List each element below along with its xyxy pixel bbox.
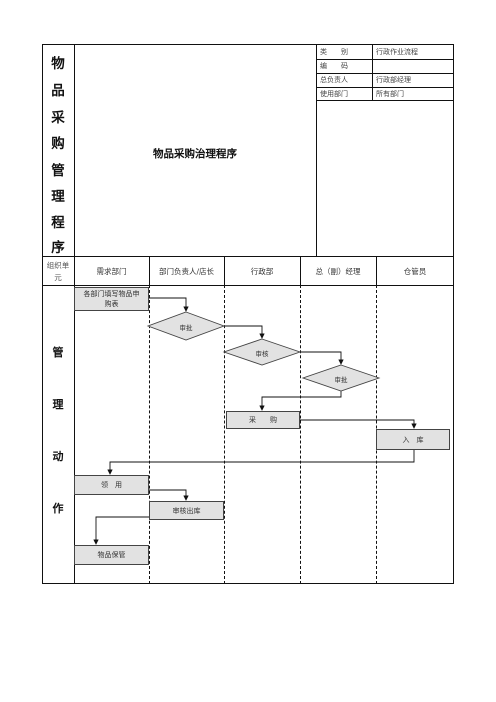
- lane-header-gm: 总（副）经理: [315, 267, 361, 276]
- step-warehousing: 入 库: [376, 429, 450, 450]
- side-title-char: 理: [51, 189, 65, 205]
- side-title-char: 序: [51, 240, 65, 256]
- header-divider-info-mid: [372, 44, 373, 100]
- connector-fill-to-approve1: [149, 297, 189, 312]
- header-divider-info: [316, 44, 317, 256]
- side-title-char: 采: [51, 110, 65, 126]
- document-frame: [42, 44, 454, 584]
- diamond-approve1: [146, 311, 226, 341]
- step-warehousing-label: 入 库: [402, 435, 424, 444]
- info-value-owner: 行政部经理: [376, 76, 411, 84]
- step-keep: 物品保管: [74, 545, 149, 565]
- side-label-char: 理: [52, 398, 64, 411]
- connector-review-to-approve2: [300, 351, 344, 365]
- document-title: 物品采购治理程序: [153, 148, 237, 160]
- lane-header-bottom-line: [42, 285, 454, 286]
- info-row-line-4: [316, 100, 454, 101]
- info-label-code: 编 码: [320, 62, 348, 70]
- lane-separator-3: [300, 256, 301, 285]
- step-approve2-label: 审批: [334, 376, 348, 384]
- info-row-line-2: [316, 73, 454, 74]
- info-value-department: 所有部门: [376, 90, 404, 98]
- connector-receive-to-checkout: [149, 489, 189, 501]
- side-title-char: 品: [51, 83, 65, 99]
- lane-divider-3: [300, 285, 301, 584]
- info-label-owner: 总负责人: [320, 76, 348, 84]
- diamond-review: [222, 338, 302, 366]
- step-check-out: 审核出库: [149, 501, 224, 520]
- lane-header-admin: 行政部: [250, 267, 274, 276]
- header-bottom-line: [42, 256, 454, 257]
- step-purchase: 采 购: [226, 411, 300, 429]
- connector-checkout-to-keep: [93, 516, 149, 545]
- side-title-char: 管: [51, 163, 65, 179]
- side-title-char: 购: [51, 136, 65, 152]
- info-row-line-3: [316, 87, 454, 88]
- info-label-category: 类 别: [320, 48, 348, 56]
- diamond-approve2: [301, 364, 381, 392]
- step-review-label: 审核: [255, 350, 269, 358]
- step-fill-request-form: 各部门填写物品申购表: [74, 287, 149, 311]
- connector-store-to-receive: [107, 450, 415, 475]
- info-row-line-1: [316, 59, 454, 60]
- lane-header-dept-head: 部门负责人/店长: [158, 267, 215, 276]
- lane-header-warehouse: 仓管员: [403, 267, 427, 276]
- lane-separator-4: [376, 256, 377, 285]
- side-title-char: 程: [51, 215, 65, 231]
- side-label-char: 动: [52, 450, 64, 463]
- connector-purchase-to-store: [300, 419, 417, 429]
- step-check-out-label: 审核出库: [172, 506, 201, 515]
- connector-approve2-to-purchase: [259, 391, 342, 411]
- step-receive-label: 领 用: [101, 481, 122, 489]
- connector-approve1-to-review: [224, 325, 265, 339]
- side-title-char: 物: [51, 56, 65, 72]
- lane-header-requester: 需求部门: [96, 267, 127, 276]
- step-approve1-label: 审批: [179, 324, 193, 332]
- header-divider-left: [74, 44, 75, 584]
- step-fill-request-form-label: 各部门填写物品申购表: [83, 290, 140, 308]
- side-label-char: 作: [52, 502, 64, 515]
- lane-divider-1: [149, 285, 150, 584]
- side-label-char: 管: [52, 346, 64, 359]
- lane-divider-2: [224, 285, 225, 584]
- lane-separator-1: [149, 256, 150, 285]
- lane-separator-2: [224, 256, 225, 285]
- org-unit-label: 组织单元: [46, 261, 70, 282]
- step-purchase-label: 采 购: [249, 416, 277, 424]
- step-receive: 领 用: [74, 475, 149, 495]
- step-keep-label: 物品保管: [97, 551, 126, 559]
- info-label-department: 使用部门: [320, 90, 348, 98]
- info-value-category: 行政作业流程: [376, 48, 418, 56]
